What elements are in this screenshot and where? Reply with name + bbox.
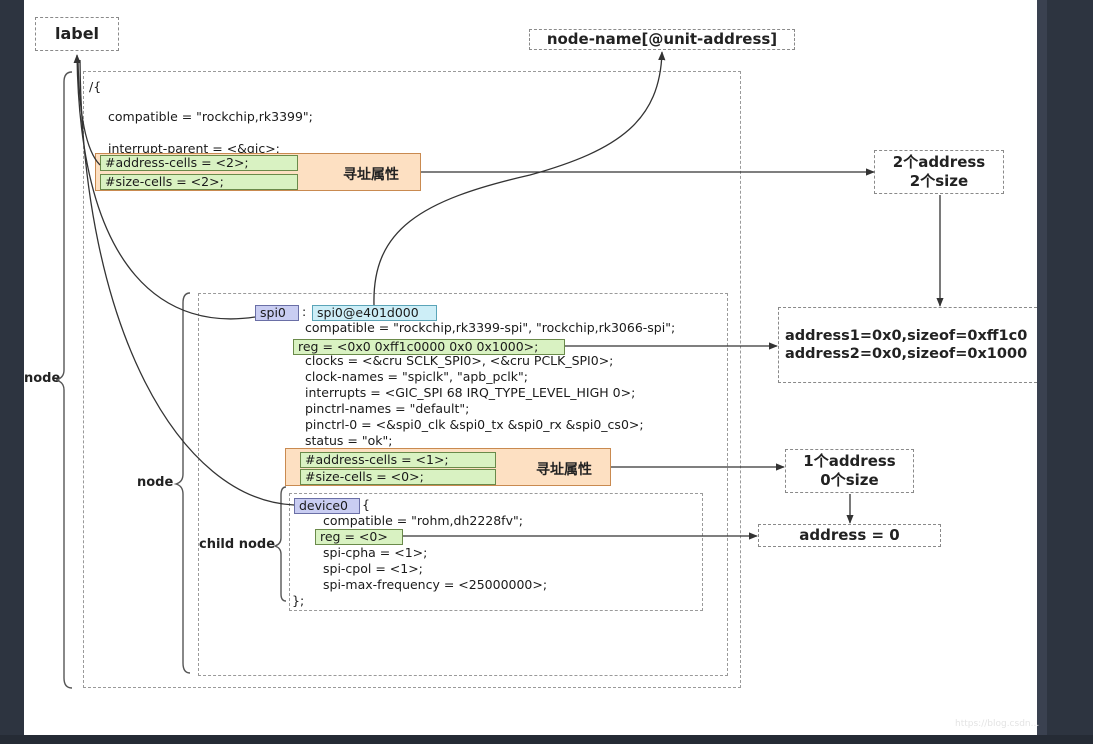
reg-result-line-2: address2=0x0,sizeof=0x1000: [785, 346, 1028, 362]
spi-node-side-label: node: [137, 475, 174, 490]
spi-clock-names-line: clock-names = "spiclk", "apb_pclk";: [305, 369, 528, 384]
label-box: label: [35, 17, 119, 51]
device-open-brace: {: [362, 497, 370, 512]
spi-colon: :: [302, 304, 307, 319]
label-text: label: [54, 24, 100, 43]
child-node-region: [289, 493, 703, 611]
spi-compatible-line: compatible = "rockchip,rk3399-spi", "roc…: [305, 320, 676, 335]
root-size-cells-chip: #size-cells = <2>;: [100, 174, 298, 190]
spi-reg-chip: reg = <0x0 0xff1c0000 0x0 0x1000>;: [293, 339, 565, 355]
root-node-side-label: node: [24, 371, 61, 386]
device-spi-cpha-line: spi-cpha = <1>;: [323, 545, 428, 560]
spi-node-name-chip: spi0@e401d000: [312, 305, 437, 321]
node-name-text: node-name[@unit-address]: [546, 30, 778, 49]
root-open-brace: /{: [89, 79, 102, 94]
address-zero-box: address = 0: [758, 524, 941, 547]
window-frame-right: [1037, 0, 1047, 744]
one-address-text: 1个address: [803, 452, 896, 471]
device-spi-cpol-line: spi-cpol = <1>;: [323, 561, 423, 576]
address-zero-text: address = 0: [799, 526, 900, 545]
spi-pinctrl-0-line: pinctrl-0 = <&spi0_clk &spi0_tx &spi0_rx…: [305, 417, 644, 432]
root-address-cells-chip: #address-cells = <2>;: [100, 155, 298, 171]
reg-result-line-1: address1=0x0,sizeof=0xff1c0: [785, 327, 1028, 344]
spi-address-cells-chip: #address-cells = <1>;: [300, 452, 496, 468]
spi-interrupts-line: interrupts = <GIC_SPI 68 IRQ_TYPE_LEVEL_…: [305, 385, 636, 400]
spi-clocks-line: clocks = <&cru SCLK_SPI0>, <&cru PCLK_SP…: [305, 353, 614, 368]
device-close-brace: };: [292, 593, 305, 608]
watermark: https://blog.csdn...: [955, 719, 1040, 729]
reg-result-box: address1=0x0,sizeof=0xff1c0 address2=0x0…: [778, 307, 1037, 383]
two-size-text: 2个size: [909, 172, 969, 190]
device-compatible-line: compatible = "rohm,dh2228fv";: [323, 513, 523, 528]
root-compatible-line: compatible = "rockchip,rk3399";: [108, 109, 313, 124]
zero-size-text: 0个size: [820, 471, 879, 489]
device-spi-max-frequency-line: spi-max-frequency = <25000000>;: [323, 577, 548, 592]
node-name-box: node-name[@unit-address]: [529, 29, 795, 50]
child-node-side-label: child node: [199, 537, 276, 552]
spi-pinctrl-names-line: pinctrl-names = "default";: [305, 401, 470, 416]
spi-status-line: status = "ok";: [305, 433, 393, 448]
one-address-zero-size-box: 1个address 0个size: [785, 449, 914, 493]
two-address-two-size-box: 2个address 2个size: [874, 150, 1004, 194]
spi-label-chip: spi0: [255, 305, 299, 321]
root-addressing-label: 寻址属性: [343, 167, 399, 183]
spi-addressing-label: 寻址属性: [536, 462, 592, 478]
device-label-chip: device0: [294, 498, 360, 514]
spi-size-cells-chip: #size-cells = <0>;: [300, 469, 496, 485]
device-reg-chip: reg = <0>: [315, 529, 403, 545]
window-frame-bottom: [0, 735, 1093, 744]
two-address-text: 2个address: [892, 153, 986, 172]
